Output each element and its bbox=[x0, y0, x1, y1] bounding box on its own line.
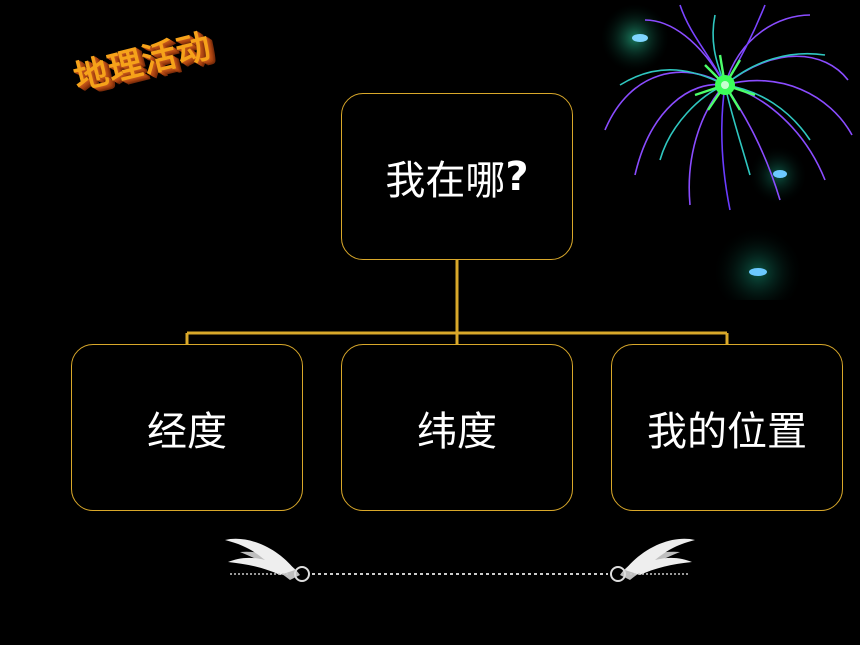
firework-decoration bbox=[601, 4, 853, 300]
child-node-label: 经度 bbox=[147, 408, 227, 455]
child-node-latitude: 纬度 bbox=[341, 344, 573, 511]
root-node: 我在哪? bbox=[341, 93, 573, 260]
root-node-question-mark: ? bbox=[505, 153, 529, 200]
child-node-label: 我的位置 bbox=[647, 408, 807, 455]
child-node-label: 纬度 bbox=[417, 408, 497, 455]
winged-divider-decoration bbox=[225, 538, 695, 582]
child-node-my-position: 我的位置 bbox=[611, 344, 843, 511]
root-node-label: 我在哪 bbox=[385, 157, 506, 204]
child-node-longitude: 经度 bbox=[71, 344, 303, 511]
